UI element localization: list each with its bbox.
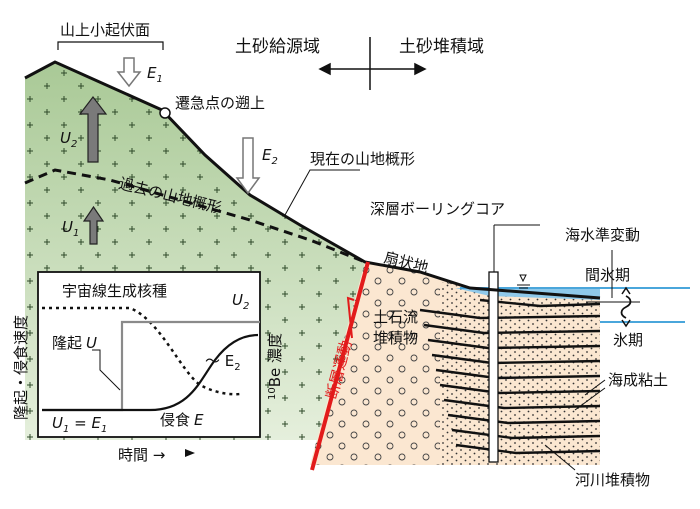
borehole-core [488,224,540,463]
marine-clay-layer [423,323,601,335]
marine-clay-layer [439,383,601,395]
label-deposit-zone: 土砂堆積域 [399,37,484,57]
label-fluvial: 河川堆積物 [575,471,650,489]
label-borehole: 深層ボーリングコア [370,200,505,218]
label-debris-flow-1: 土石流 [373,308,418,326]
marine-clay-layer [419,308,601,320]
inset-chart [37,271,261,457]
inset-x-label: 時間 → [118,446,165,464]
knickpoint-marker [159,107,171,119]
label-interglacial: 間氷期 [585,266,630,284]
leader-lines [284,169,640,471]
label-e2: E2 [262,146,278,167]
label-e1: E1 [147,64,163,85]
debris-flow-deposit [310,262,470,465]
uplift-u1-arrow [82,205,105,245]
marine-clay-layers [419,298,601,455]
label-u2: U2 [60,129,77,150]
label-u1: U1 [62,218,79,239]
past-mountain-profile [24,168,366,264]
marine-clay-layer [455,443,601,455]
label-sea-level-change: 海水準変動 [565,226,640,244]
inset-label-u2: U2 [232,291,249,312]
inset-title: 宇宙線生成核種 [62,282,167,300]
inset-y2-label: 10Be 濃度 [266,333,284,400]
inset-label-approx-e2: ～ E2 [205,352,241,373]
marine-clay-layer [427,338,601,350]
inset-label-u1-e1: U1 = E1 [52,414,107,435]
current-mountain-profile [24,60,601,300]
marine-clay-layer [479,298,601,308]
label-debris-flow-2: 堆積物 [373,329,418,347]
fault-line [310,261,370,471]
erosion-e1-arrow [116,57,142,88]
label-current-profile: 現在の山地概形 [310,150,415,168]
label-marine-clay: 海成粘土 [608,371,668,389]
label-glacial: 氷期 [613,331,643,349]
uplift-u2-arrow [78,96,108,163]
erosion-e2-arrow [235,137,261,195]
zone-divider-arrows [318,37,427,90]
marine-clay-layer [443,398,601,410]
marine-clay-layer [447,413,601,425]
label-summit-surface: 山上小起伏面 [60,21,150,39]
inset-y-label: 隆起・侵食速度 [12,315,30,420]
marine-clay-layer [451,428,601,440]
label-supply-zone: 土砂給源域 [235,37,320,57]
sea-level-oscillation-icon [620,286,632,328]
label-knickpoint: 遷急点の遡上 [175,94,265,112]
summit-bracket [57,41,164,50]
